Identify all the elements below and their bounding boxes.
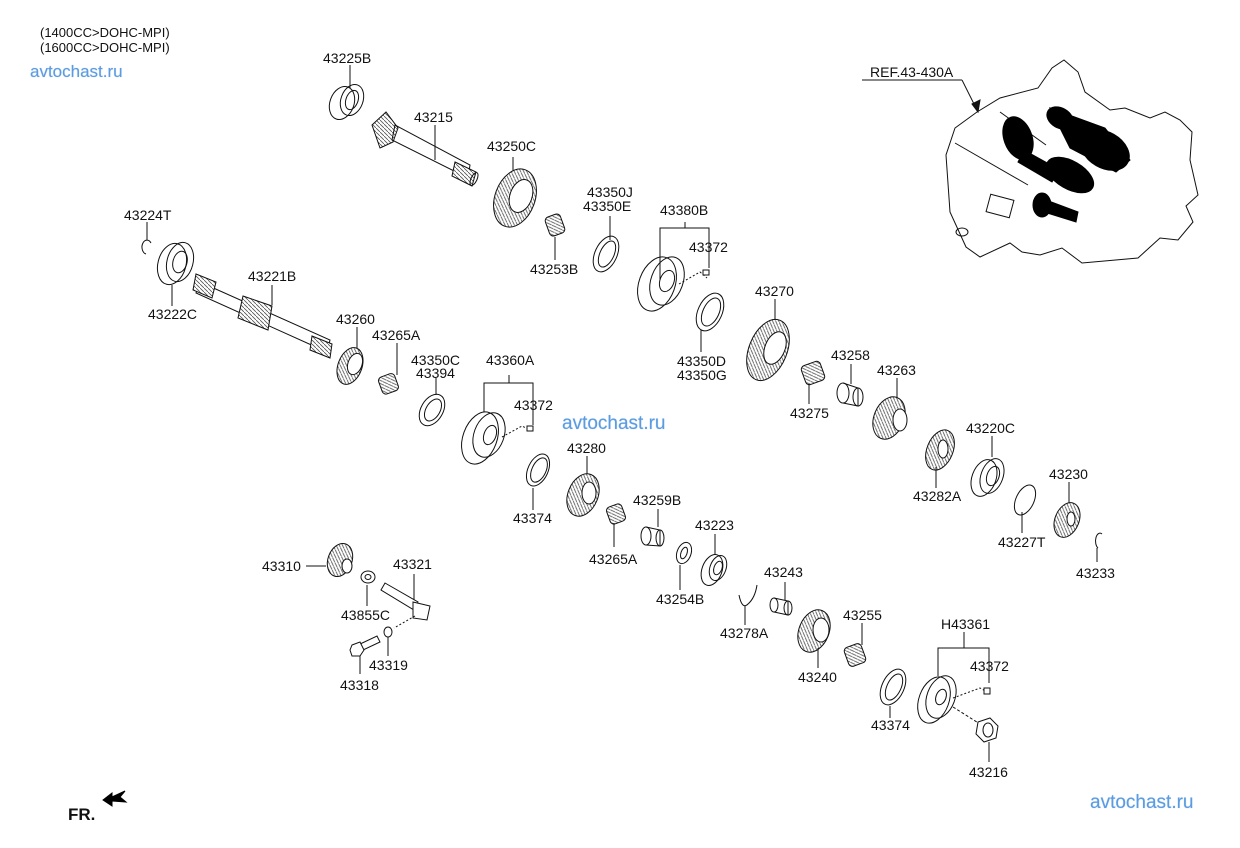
part-label-43253B[interactable]: 43253B [530,261,579,277]
part-43380B-sleeve-hub[interactable] [631,222,710,316]
part-label-43216[interactable]: 43216 [969,764,1008,780]
part-43259B-bushing[interactable] [640,509,665,547]
part-label-43319[interactable]: 43319 [369,657,408,673]
front-direction-label: FR. [68,805,96,824]
part-43215-shaft[interactable] [371,111,480,187]
part-label-43350C[interactable]: 43350C [411,352,461,368]
part-label-43243[interactable]: 43243 [764,564,803,580]
part-43265A-needle-bearing[interactable] [377,343,399,395]
part-label-43350G[interactable]: 43350G [677,367,727,383]
part-label-43372[interactable]: 43372 [970,658,1009,674]
part-43223-bearing[interactable] [697,534,730,588]
front-direction-arrow-icon [102,790,128,807]
part-label-43321[interactable]: 43321 [393,556,432,572]
part-43275-needle-bearing[interactable] [800,360,826,404]
part-43225B-bearing[interactable] [325,65,368,123]
part-43221B-output-shaft[interactable] [192,273,333,359]
part-43321-idler-shaft[interactable] [380,574,431,629]
part-label-43223[interactable]: 43223 [695,517,734,533]
part-43278A-clip[interactable] [738,584,758,625]
ref-leader-line [862,79,981,114]
part-43318-bolt[interactable] [349,635,381,674]
part-43360A-sleeve-hub[interactable] [455,375,534,469]
part-label-43280[interactable]: 43280 [567,440,606,456]
part-43350D-sync-ring[interactable] [691,289,730,352]
part-label-43222C[interactable]: 43222C [148,306,198,322]
part-43254B-washer[interactable] [674,540,695,590]
part-43253B-needle-bearing[interactable] [544,213,566,260]
part-label-43255[interactable]: 43255 [843,607,882,623]
part-label-43318[interactable]: 43318 [340,677,379,693]
part-43350C-sync-ring[interactable] [414,378,450,430]
engine-variant-note-2: (1600CC>DOHC-MPI) [40,40,170,55]
part-43260-gear[interactable] [332,327,368,388]
part-43250C-gear[interactable] [486,157,544,233]
part-43227T-ring[interactable] [1010,482,1040,533]
part-label-43282A[interactable]: 43282A [913,488,962,504]
part-label-43270[interactable]: 43270 [755,283,794,299]
part-label-43250C[interactable]: 43250C [487,138,537,154]
part-label-43265A[interactable]: 43265A [372,327,421,343]
part-label-43254B[interactable]: 43254B [656,591,705,607]
part-label-43394[interactable]: 43394 [416,365,455,381]
part-label-43350E[interactable]: 43350E [583,198,632,214]
part-label-43855C[interactable]: 43855C [341,607,391,623]
part-43280-gear[interactable] [561,456,605,521]
watermark: avtochast.ru [562,413,666,434]
part-label-43265A-2[interactable]: 43265A [589,551,638,567]
part-43255-needle-bearing[interactable] [843,623,867,667]
part-43319-washer[interactable] [383,626,393,656]
part-label-43233[interactable]: 43233 [1076,565,1115,581]
watermark: avtochast.ru [1090,792,1194,813]
part-label-43263[interactable]: 43263 [877,362,916,378]
part-label-43240[interactable]: 43240 [798,669,837,685]
part-label-43230[interactable]: 43230 [1049,466,1088,482]
part-label-43374[interactable]: 43374 [513,510,552,526]
reference-label[interactable]: REF.43-430A [870,64,954,80]
part-43270-gear[interactable] [738,299,797,387]
part-label-43227T[interactable]: 43227T [998,534,1046,550]
part-43222C-bearing[interactable] [153,239,198,306]
part-label-43310[interactable]: 43310 [262,558,301,574]
part-43263-gear[interactable] [867,378,911,444]
part-43282A-gear[interactable] [920,426,960,488]
part-H43361-sleeve-hub[interactable] [912,632,991,728]
part-label-H43361[interactable]: H43361 [941,616,991,632]
part-label-43372[interactable]: 43372 [689,239,728,255]
part-43230-gear[interactable] [1049,482,1085,541]
part-label-43372[interactable]: 43372 [514,397,553,413]
part-label-43374-2[interactable]: 43374 [871,717,910,733]
part-43220C-bearing[interactable] [966,436,1008,500]
part-label-43221B[interactable]: 43221B [248,268,297,284]
part-label-43259B[interactable]: 43259B [633,492,682,508]
part-label-43275[interactable]: 43275 [790,405,829,421]
transaxle-housing-reference [945,59,1199,264]
part-label-43260[interactable]: 43260 [336,311,375,327]
part-43310-idler-gear[interactable] [306,540,357,580]
watermark: avtochast.ru [30,62,123,81]
engine-variant-note-1: (1400CC>DOHC-MPI) [40,25,170,40]
part-label-43350D[interactable]: 43350D [677,353,727,369]
part-43243-collar[interactable] [769,582,793,616]
part-label-43380B[interactable]: 43380B [660,202,709,218]
part-43374-sync-ring[interactable] [522,450,554,510]
part-43224T-snap-ring[interactable] [141,222,152,255]
part-label-43350J[interactable]: 43350J [587,184,633,200]
part-43233-snap-ring[interactable] [1095,532,1103,562]
part-label-43224T[interactable]: 43224T [124,207,172,223]
part-43258-bushing[interactable] [836,364,864,407]
part-label-43278A[interactable]: 43278A [720,625,769,641]
part-label-43258[interactable]: 43258 [831,347,870,363]
part-43265A-needle-bearing-2[interactable] [605,503,626,547]
part-43374-sync-ring-2[interactable] [875,665,911,718]
part-43240-gear[interactable] [792,605,836,668]
part-43855C-washer[interactable] [360,570,376,606]
part-label-43215[interactable]: 43215 [414,109,453,125]
part-43216-lock-nut[interactable] [975,717,999,762]
part-label-43220C[interactable]: 43220C [966,420,1016,436]
part-label-43225B[interactable]: 43225B [323,50,372,66]
part-43350J-sync-ring[interactable] [588,216,624,276]
part-label-43360A[interactable]: 43360A [486,352,535,368]
